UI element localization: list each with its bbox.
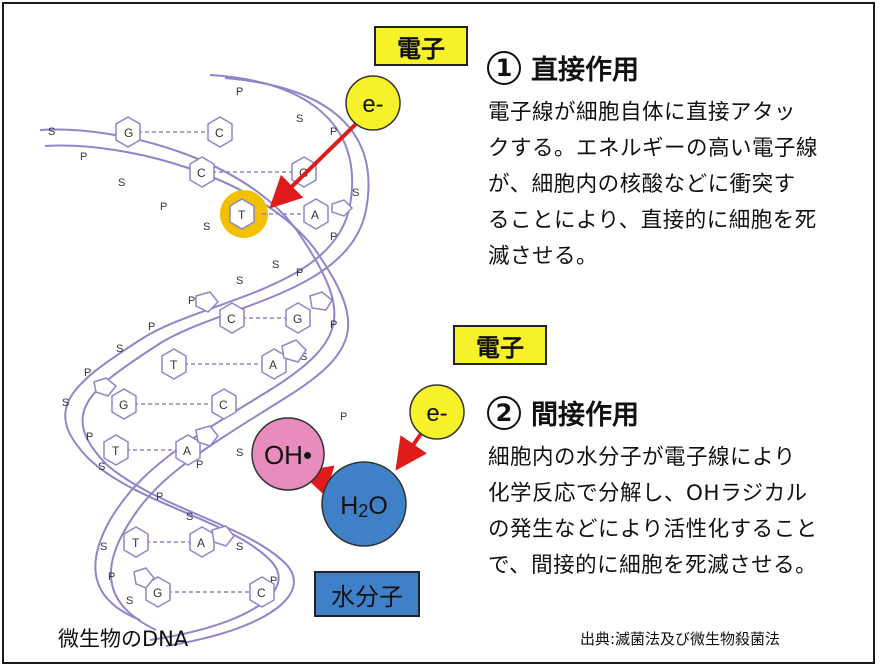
backbone-labels: S P S P S P S P S P S P S P P S P S P S … xyxy=(48,86,359,607)
sugar-label: S xyxy=(203,221,210,233)
section-1-line: 滅させる。 xyxy=(488,244,599,269)
source-citation: 出典:滅菌法及び微生物殺菌法 xyxy=(580,630,781,648)
section-2-title: 間接作用 xyxy=(531,400,639,431)
svg-text:T: T xyxy=(112,444,120,458)
sugar-label: S xyxy=(300,351,307,363)
svg-text:A: A xyxy=(183,444,191,458)
phosphate-label: P xyxy=(84,367,91,379)
base-pair-row: T A xyxy=(161,339,307,380)
phosphate-label: P xyxy=(340,411,347,423)
base-pair-row: G C xyxy=(115,116,233,148)
sugar-label: S xyxy=(272,259,279,271)
base-pair-row: G C xyxy=(133,567,275,608)
phosphate-label: P xyxy=(196,459,203,471)
sugar-label: S xyxy=(236,275,243,287)
sugar-label: S xyxy=(116,343,123,355)
base-pair-row: T A xyxy=(220,190,354,238)
section-2-text: 細胞内の水分子が電子線により 化学反応で分解し、OHラジカル の発生などにより活… xyxy=(488,440,868,584)
phosphate-label: P xyxy=(80,151,87,163)
electron-2: e- xyxy=(409,384,465,440)
svg-text:C: C xyxy=(227,312,236,326)
section-1-line: クする。エネルギーの高い電子線 xyxy=(488,136,819,161)
phosphate-label: P xyxy=(188,295,195,307)
water-molecule-label: 水分子 xyxy=(314,571,420,617)
sugar-label: S xyxy=(236,447,243,459)
dna-caption: 微生物のDNA xyxy=(58,627,189,651)
svg-text:G: G xyxy=(153,586,162,600)
svg-text:C: C xyxy=(197,166,206,180)
base-pair-row: G C xyxy=(93,377,237,420)
svg-text:A: A xyxy=(197,536,205,550)
section-2-heading: 2 間接作用 xyxy=(487,393,639,432)
sugar-label: S xyxy=(186,511,193,523)
section-1-number: 1 xyxy=(487,50,521,85)
section-1-line: が、細胞内の核酸などに衝突す xyxy=(488,172,796,197)
phosphate-label: P xyxy=(330,231,337,243)
phosphate-label: P xyxy=(330,319,337,331)
svg-text:G: G xyxy=(119,398,128,412)
electron-1-symbol: e- xyxy=(362,91,383,118)
phosphate-label: P xyxy=(296,267,303,279)
section-1-title: 直接作用 xyxy=(531,55,639,86)
sugar-label: S xyxy=(98,461,105,473)
section-2-line: で、間接的に細胞を死滅させる。 xyxy=(488,553,818,578)
sugar-label: S xyxy=(296,113,303,125)
section-1-line: 電子線が細胞自体に直接アタッ xyxy=(488,100,797,125)
section-2-line: 細胞内の水分子が電子線により xyxy=(488,445,796,470)
section-2-line: 化学反応で分解し、OHラジカル xyxy=(488,481,808,506)
sugar-label: S xyxy=(48,126,55,138)
oh-radical-label: OH• xyxy=(264,440,312,470)
svg-text:C: C xyxy=(257,586,266,600)
svg-text:T: T xyxy=(238,208,246,222)
oh-radical: OH• xyxy=(251,417,325,491)
phosphate-label: P xyxy=(108,571,115,583)
electron-2-symbol: e- xyxy=(426,400,447,427)
figure-frame xyxy=(2,2,875,664)
sugar-label: S xyxy=(100,541,107,553)
svg-text:C: C xyxy=(219,398,228,412)
phosphate-label: P xyxy=(330,126,337,138)
section-2-line: の発生などにより活性化すること xyxy=(488,517,818,542)
electron-1: e- xyxy=(345,75,401,131)
section-1-line: ることにより、直接的に細胞を死 xyxy=(488,208,817,233)
phosphate-label: P xyxy=(86,431,93,443)
base-pair-row: C G xyxy=(195,291,333,334)
svg-text:C: C xyxy=(215,126,224,140)
electron-label-1: 電子 xyxy=(374,26,468,66)
sugar-label: S xyxy=(352,187,359,199)
phosphate-label: P xyxy=(236,86,243,98)
base-pairs: G C C G T A C G xyxy=(93,116,354,608)
phosphate-label: P xyxy=(156,491,163,503)
base-pair-row: T A xyxy=(123,525,235,558)
svg-text:T: T xyxy=(170,358,178,372)
phosphate-label: P xyxy=(160,201,167,213)
electron-arrow-direct xyxy=(269,116,364,209)
sugar-label: S xyxy=(62,397,69,409)
svg-text:G: G xyxy=(124,126,133,140)
h2o-label: H2O xyxy=(340,492,388,521)
svg-text:A: A xyxy=(269,358,277,372)
base-pair-row: T A xyxy=(103,425,219,466)
sugar-label: P xyxy=(148,321,155,333)
section-2-number: 2 xyxy=(487,395,521,430)
sugar-label: S xyxy=(236,541,243,553)
section-1-heading: 1 直接作用 xyxy=(487,48,639,87)
electron-label-2: 電子 xyxy=(453,325,547,365)
svg-text:A: A xyxy=(311,208,319,222)
phosphate-label: P xyxy=(270,575,277,587)
sugar-label: S xyxy=(118,177,125,189)
svg-text:G: G xyxy=(293,312,302,326)
water-molecule: H2O xyxy=(321,461,407,547)
sugar-label: S xyxy=(126,595,133,607)
svg-text:T: T xyxy=(132,536,140,550)
section-1-text: 電子線が細胞自体に直接アタッ クする。エネルギーの高い電子線 が、細胞内の核酸な… xyxy=(488,95,868,275)
